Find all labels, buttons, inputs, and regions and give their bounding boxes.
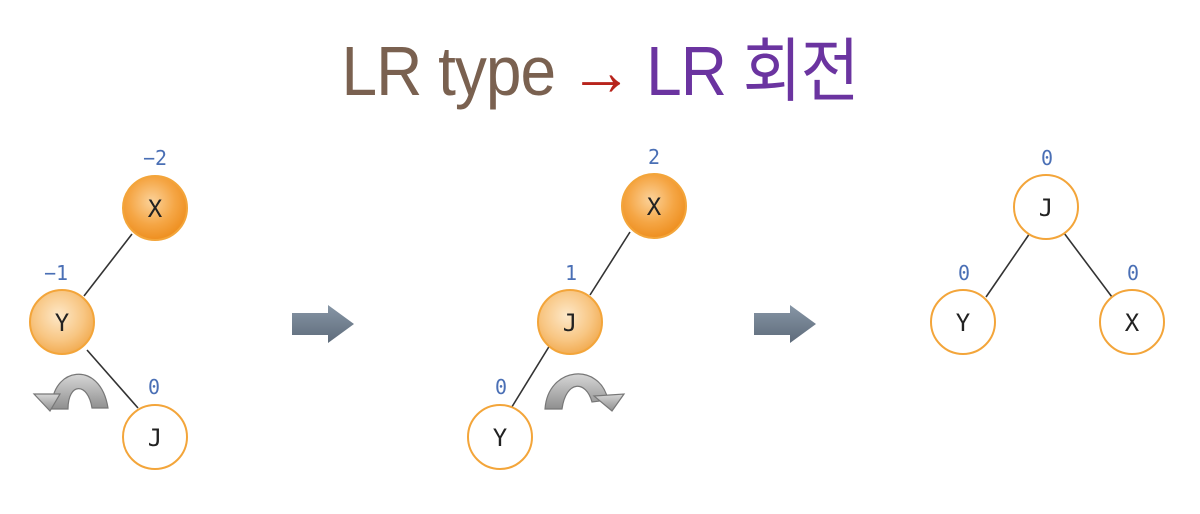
node-y: Y [29,289,95,355]
node-y-label: Y [956,309,971,337]
balance-x: −2 [143,146,167,170]
node-x: X [621,173,687,239]
node-y: Y [467,404,533,470]
right-arrow-icon [754,305,816,343]
edge-j-x [1063,232,1113,298]
edge-x-j [589,231,631,296]
node-j-label: J [1039,194,1053,222]
right-arrow-icon [292,305,354,343]
balance-j: 0 [1041,146,1053,170]
stage-1-tree: X −2 Y −1 J 0 [29,146,188,470]
title-arrow: → [569,32,633,110]
node-y: Y [930,289,996,355]
node-j: J [537,289,603,355]
node-x-label: X [1125,309,1140,337]
balance-x: 2 [648,145,660,169]
balance-j: 0 [148,375,160,399]
balance-x: 0 [1127,261,1139,285]
node-j-label: J [563,309,577,337]
node-j: J [122,404,188,470]
title-type-text: LR type [341,32,557,110]
balance-y: 0 [495,375,507,399]
stage-2-tree: X 2 J 1 Y 0 [467,145,687,470]
balance-j: 1 [565,261,577,285]
rotate-counterclockwise-icon [32,373,109,412]
node-x-label: X [647,193,662,221]
balance-y: 0 [958,261,970,285]
edge-j-y [509,344,551,411]
node-y-label: Y [55,309,70,337]
node-j: J [1013,174,1079,240]
node-y-label: Y [493,424,508,452]
title-rotation-text: LR 회전 [646,32,859,110]
edge-y-j [86,349,139,409]
rotate-clockwise-icon [544,373,626,412]
node-j-label: J [148,424,162,452]
stage-3-tree: J 0 Y 0 X 0 [930,146,1165,355]
diagram-title: LR type→LR 회전 [0,22,1200,119]
node-x-label: X [148,195,163,223]
edge-j-y [985,232,1031,298]
node-x: X [1099,289,1165,355]
node-x: X [122,175,188,241]
edge-x-y [83,233,133,297]
balance-y: −1 [44,261,68,285]
